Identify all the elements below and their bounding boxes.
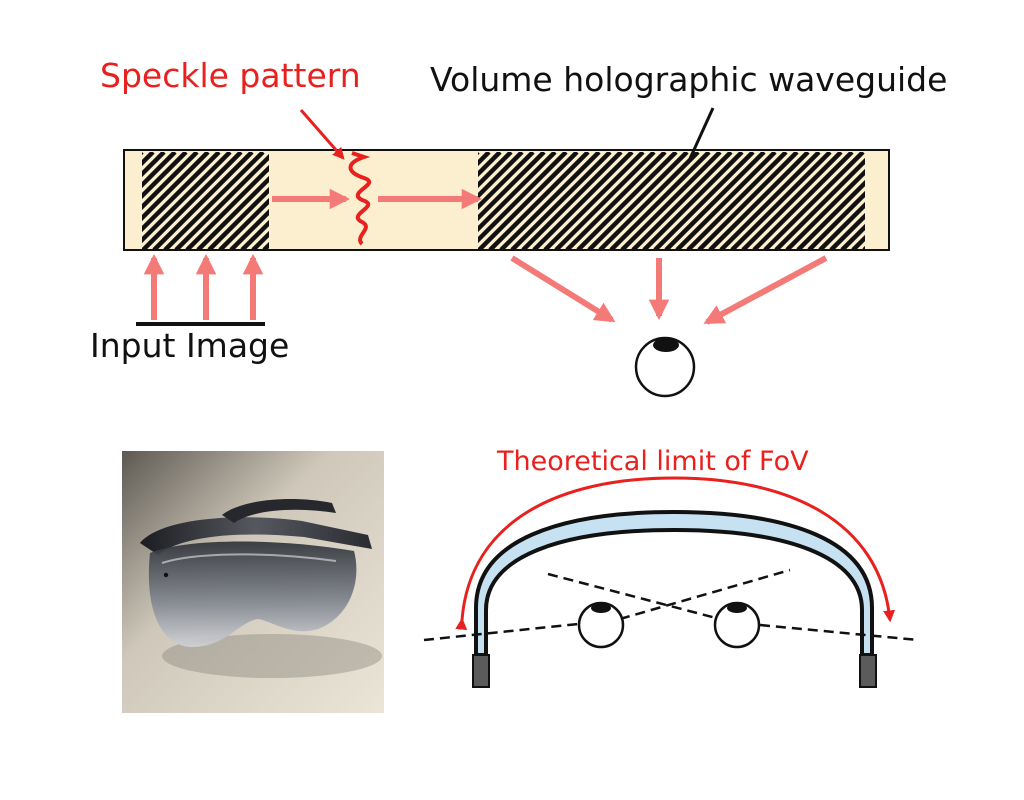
right-temple-cap — [859, 654, 877, 688]
grating-line — [142, 152, 199, 211]
eye-icon — [577, 601, 625, 649]
sight-line-2 — [619, 568, 791, 621]
grating-line — [785, 168, 865, 250]
grating-line — [229, 208, 269, 250]
grating-line — [919, 152, 1017, 250]
grating-line — [554, 152, 656, 250]
grating-line — [478, 152, 568, 244]
grating-line — [163, 152, 265, 250]
grating-line — [185, 164, 269, 250]
waveguide-label: Volume holographic waveguide — [430, 60, 948, 99]
eye-icon — [634, 336, 696, 398]
ar-glasses-photo — [122, 451, 384, 713]
grating-line — [774, 157, 865, 250]
grating-line — [478, 152, 557, 233]
grating-line — [218, 197, 269, 250]
grating-line — [708, 152, 810, 250]
fov-arc-arrow — [455, 476, 896, 631]
grating-line — [686, 152, 788, 250]
grating-line — [142, 152, 221, 233]
grating-line — [521, 152, 623, 250]
grating-line — [152, 152, 254, 250]
grating-line — [620, 152, 722, 250]
grating-line — [142, 152, 243, 250]
speckle-pattern-label: Speckle pattern — [100, 56, 361, 95]
grating-line — [829, 212, 865, 250]
grating-line — [697, 152, 799, 250]
grating-line — [240, 219, 269, 250]
output-arrow-left — [510, 255, 616, 323]
input-grating — [142, 152, 269, 250]
grating-line — [478, 152, 535, 211]
sight-line-4 — [759, 623, 919, 642]
speckle-squiggle — [348, 151, 372, 246]
grating-line — [664, 152, 766, 250]
grating-line — [478, 152, 546, 222]
grating-line — [897, 152, 995, 250]
grating-line — [763, 152, 865, 250]
grating-line — [565, 152, 667, 250]
grating-line — [478, 152, 502, 178]
grating-line — [142, 152, 166, 178]
grating-line — [941, 152, 1024, 250]
grating-line — [142, 152, 177, 189]
grating-line — [207, 186, 269, 250]
grating-line — [142, 152, 232, 244]
grating-line — [752, 152, 854, 250]
eye-icon — [713, 601, 761, 649]
grating-line — [543, 152, 645, 250]
grating-line — [818, 201, 865, 250]
grating-line — [499, 152, 601, 250]
speckle-leader — [299, 109, 345, 160]
grating-line — [675, 152, 777, 250]
grating-line — [807, 190, 865, 250]
grating-line — [478, 152, 524, 200]
curved-waveguide — [474, 509, 874, 657]
grating-line — [796, 179, 865, 250]
grating-line — [730, 152, 832, 250]
grating-line — [642, 152, 744, 250]
grating-line — [653, 152, 755, 250]
grating-line — [532, 152, 634, 250]
grating-line — [587, 152, 689, 250]
grating-line — [510, 152, 612, 250]
input-image-label: Input Image — [90, 326, 290, 365]
grating-line — [886, 152, 984, 250]
grating-line — [719, 152, 821, 250]
sight-line-3 — [547, 572, 717, 620]
waveguide-leader — [686, 107, 715, 164]
grating-line — [196, 175, 269, 250]
left-temple-cap — [472, 654, 490, 688]
grating-line — [952, 152, 1024, 250]
output-arrow-right — [703, 255, 828, 325]
grating-line — [174, 153, 269, 250]
grating-line — [142, 152, 210, 222]
grating-line — [576, 152, 678, 250]
grating-line — [908, 152, 1006, 250]
grating-line — [488, 152, 590, 250]
grating-line — [631, 152, 733, 250]
grating-line — [741, 152, 843, 250]
grating-line — [478, 152, 579, 250]
sight-line-1 — [423, 622, 579, 642]
grating-line — [840, 223, 865, 250]
grating-line — [598, 152, 700, 250]
output-grating — [478, 152, 1024, 250]
grating-line — [609, 152, 711, 250]
grating-line — [478, 152, 513, 189]
fov-limit-label: Theoretical limit of FoV — [497, 446, 809, 477]
grating-line — [142, 152, 188, 200]
grating-line — [930, 152, 1024, 250]
